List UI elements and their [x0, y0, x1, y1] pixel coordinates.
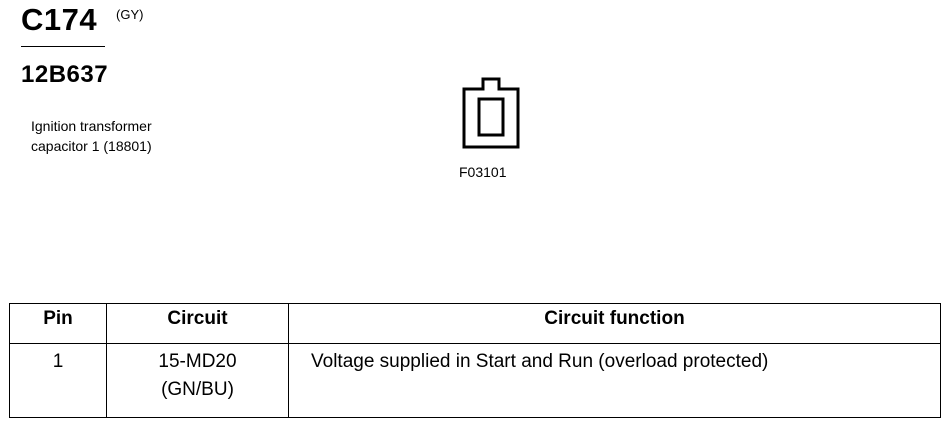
title-rule [21, 46, 105, 47]
circuit-cell: 15-MD20 (GN/BU) [106, 343, 289, 418]
part-number: 12B637 [21, 61, 109, 88]
description-line-1: Ignition transformer [31, 118, 152, 134]
connector-color: (GY) [116, 7, 144, 22]
figure-code: F03101 [459, 164, 507, 180]
circuit-code: 15-MD20 [158, 351, 237, 372]
circuit-function-cell: Voltage supplied in Start and Run (overl… [288, 343, 941, 418]
column-header-circuit: Circuit [106, 303, 289, 344]
pin-cell: 1 [9, 343, 107, 418]
pin-table: Pin Circuit Circuit function 1 15-MD20 (… [9, 303, 941, 418]
circuit-wire-color: (GN/BU) [161, 379, 234, 400]
description-line-2: capacitor 1 (18801) [31, 138, 152, 154]
table-row: 1 15-MD20 (GN/BU) Voltage supplied in St… [9, 343, 941, 418]
column-header-circuit-function: Circuit function [288, 303, 941, 344]
column-header-pin: Pin [9, 303, 107, 344]
table-header-row: Pin Circuit Circuit function [9, 303, 941, 344]
connector-id: C174 [21, 2, 98, 37]
connector-description: Ignition transformer capacitor 1 (18801) [31, 116, 231, 156]
connector-face-icon [462, 77, 520, 149]
